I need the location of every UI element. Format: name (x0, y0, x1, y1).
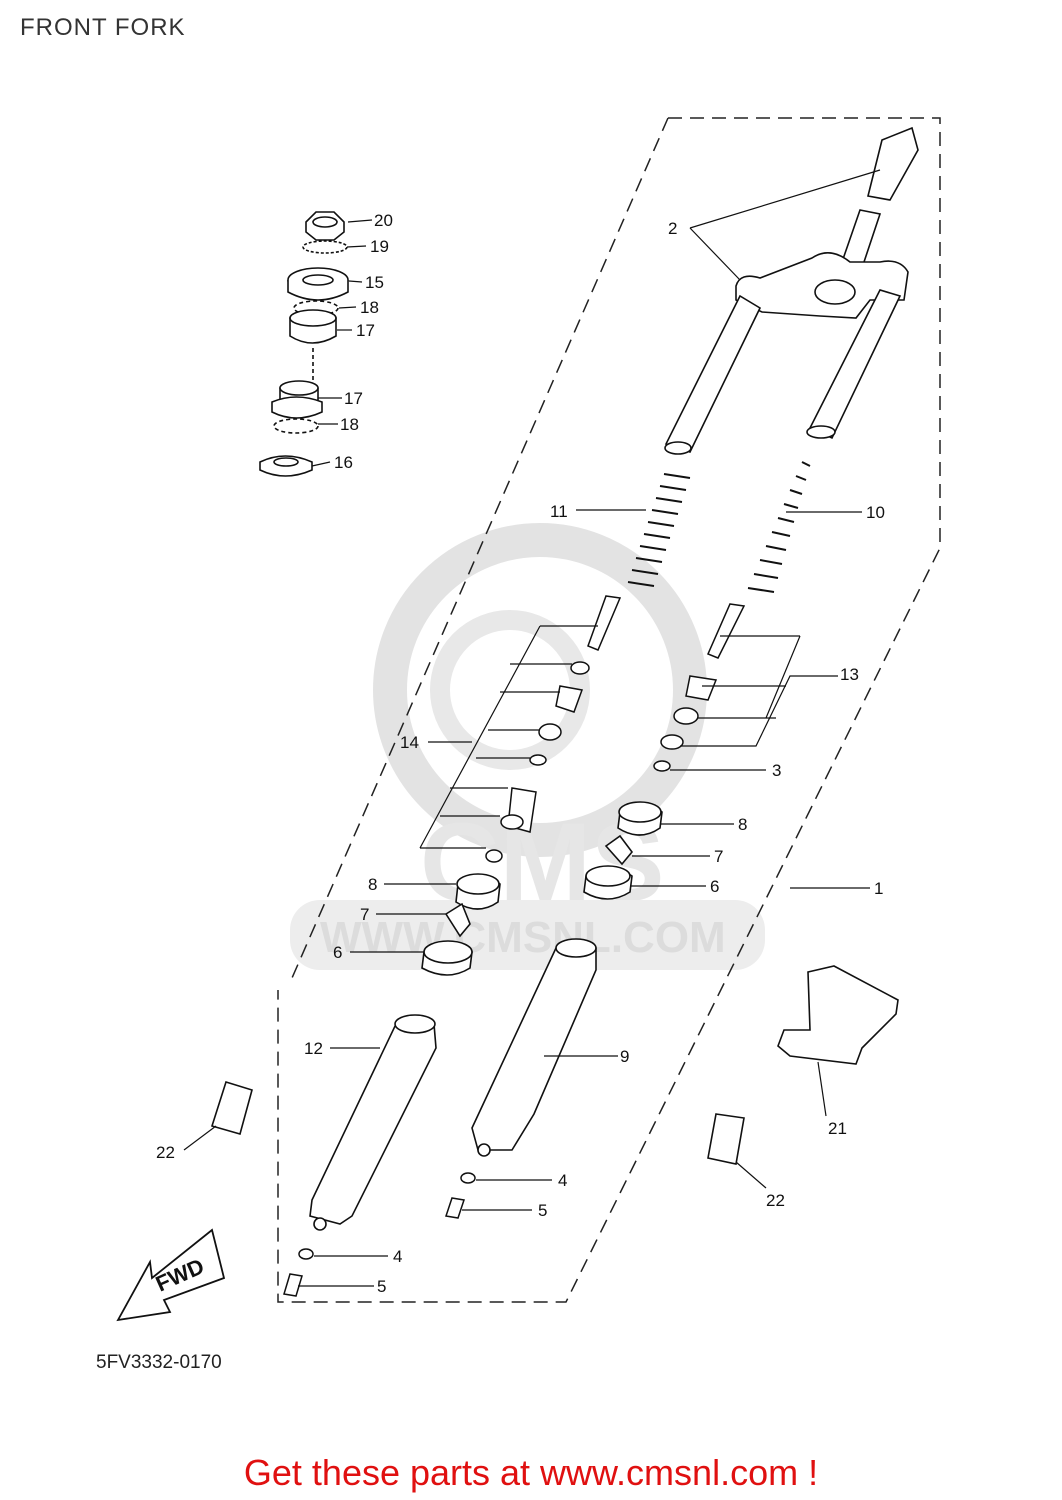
callout-20: 20 (374, 211, 393, 230)
callout-22: 22 (156, 1143, 175, 1162)
callout-19: 19 (370, 237, 389, 256)
callout-14: 14 (400, 733, 419, 752)
callout-16: 16 (334, 453, 353, 472)
callout-7: 7 (360, 905, 369, 924)
callout-7: 7 (714, 847, 723, 866)
forward-arrow-icon: FWD (116, 1228, 226, 1322)
callout-4: 4 (558, 1171, 567, 1190)
callout-13: 13 (840, 665, 859, 684)
callout-2: 2 (668, 219, 677, 238)
dashed-enclosure (277, 117, 941, 1303)
callout-8: 8 (368, 875, 377, 894)
callout-21: 21 (828, 1119, 847, 1138)
callout-18: 18 (340, 415, 359, 434)
callout-3: 3 (772, 761, 781, 780)
front-fork-exploded-diagram: CMS WWW.CMSNL.COM (116, 117, 941, 1322)
callout-11: 11 (550, 502, 568, 521)
bolts-washers (283, 1172, 476, 1297)
callout-9: 9 (620, 1047, 629, 1066)
callout-18: 18 (360, 298, 379, 317)
callout-8: 8 (738, 815, 747, 834)
steering-stem-assembly (664, 126, 919, 455)
callout-17: 17 (356, 321, 375, 340)
oil-seals (421, 801, 663, 976)
page-title: FRONT FORK (20, 14, 186, 41)
damper-rod-parts (485, 595, 746, 863)
callout-1: 1 (874, 879, 883, 898)
steering-bearing-set (259, 211, 349, 477)
footer-promo-text: Get these parts at www.cmsnl.com ! (243, 1452, 819, 1493)
watermark-url: WWW.CMSNL.COM (320, 913, 726, 962)
callout-6: 6 (710, 877, 719, 896)
fork-springs (627, 461, 811, 593)
callout-4: 4 (393, 1247, 402, 1266)
callout-12: 12 (304, 1039, 323, 1058)
callout-6: 6 (333, 943, 342, 962)
callout-22: 22 (766, 1191, 785, 1210)
fork-outer-tubes (309, 938, 597, 1231)
callout-17: 17 (344, 389, 363, 408)
callout-5: 5 (538, 1201, 547, 1220)
diagram-code: 5FV3332-0170 (96, 1352, 222, 1373)
callout-5: 5 (377, 1277, 386, 1296)
reflector-pads (210, 1081, 745, 1165)
callout-10: 10 (866, 503, 885, 522)
callout-15: 15 (365, 273, 384, 292)
bracket-part-21 (777, 965, 899, 1065)
leader-lines (183, 169, 881, 1287)
part-callouts: 20 19 15 18 17 17 18 16 2 11 10 13 14 3 … (156, 211, 885, 1296)
